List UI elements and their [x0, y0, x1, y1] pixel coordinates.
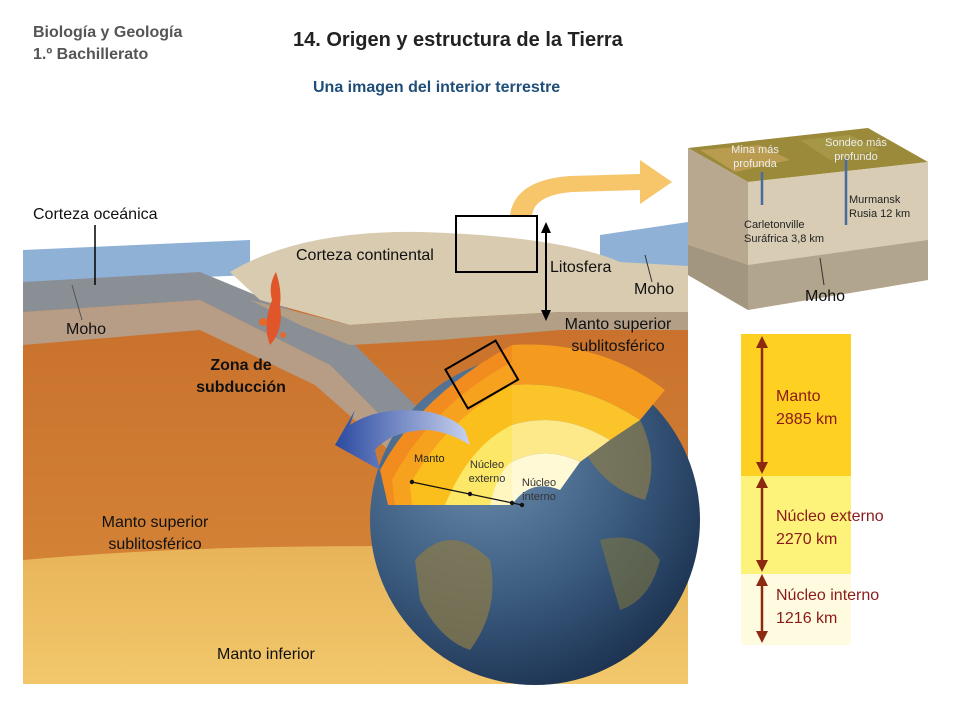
moho-left-label: Moho: [66, 321, 107, 338]
course-label: 1.º Bachillerato: [33, 46, 149, 63]
globe-inner-core-line2: interno: [522, 491, 556, 503]
page-subtitle: Una imagen del interior terrestre: [313, 79, 561, 96]
deepest-mine-line1: Mina más: [731, 144, 779, 156]
upper-mantle-left-line2: sublitosférico: [108, 536, 202, 553]
deepest-mine-line2: profunda: [733, 158, 777, 170]
layer-inner-core-label: Núcleo interno 1216 km: [776, 584, 879, 630]
murmansk-line2: Rusia 12 km: [849, 208, 911, 220]
crust-block-diagram: [688, 128, 928, 310]
zoom-arrow: [510, 160, 672, 215]
layer-inner-core-thickness: 1216 km: [776, 610, 838, 627]
globe-outer-core-line2: externo: [468, 473, 506, 485]
layer-mantle-band: [741, 334, 851, 476]
oceanic-crust-label: Corteza oceánica: [33, 206, 158, 223]
subduction-line1: Zona de: [210, 357, 272, 374]
carletonville-label: Carletonville Suráfrica 3,8 km: [744, 218, 824, 246]
zoom-box-crust: [455, 215, 538, 273]
globe-outer-core-label: Núcleo externo: [462, 458, 512, 486]
magma-plume: [266, 272, 281, 345]
deepest-borehole-label: Sondeo más profundo: [815, 136, 897, 164]
globe-inner-core-label: Núcleo interno: [516, 476, 562, 504]
upper-mantle-right-label: Manto superior sublitosférico: [548, 314, 688, 358]
continental-crust-layer: [230, 231, 688, 325]
subduction-line2: subducción: [196, 379, 286, 396]
upper-mantle-right-line2: sublitosférico: [571, 338, 665, 355]
globe-inner-core-wedge: [490, 462, 512, 505]
layer-outer-core-name: Núcleo externo: [776, 508, 884, 525]
carletonville-line1: Carletonville: [744, 219, 805, 231]
upper-mantle-left-line1: Manto superior: [101, 514, 209, 531]
layer-outer-core-label: Núcleo externo 2270 km: [776, 505, 884, 551]
layer-mantle-thickness: 2885 km: [776, 411, 838, 428]
murmansk-line1: Murmansk: [849, 194, 901, 206]
layer-outer-core-band: [741, 476, 851, 574]
layer-inner-core-name: Núcleo interno: [776, 587, 880, 604]
deepest-mine-label: Mina más profunda: [723, 143, 787, 171]
subduction-arrow: [335, 410, 470, 470]
lower-mantle-label: Manto inferior: [217, 646, 315, 663]
upper-mantle-right-line1: Manto superior: [564, 316, 672, 333]
block-moho-label: Moho: [805, 288, 846, 305]
upper-mantle-left-label: Manto superior sublitosférico: [80, 512, 230, 556]
subject-label: Biología y Geología: [33, 24, 183, 41]
subduction-label: Zona de subducción: [185, 355, 297, 399]
page-title: 14. Origen y estructura de la Tierra: [293, 29, 623, 51]
zoom-box-globe: [444, 339, 520, 410]
globe-inner-core-line1: Núcleo: [521, 477, 557, 489]
layer-mantle-name: Manto: [776, 388, 821, 405]
deepest-borehole-line2: profundo: [834, 151, 878, 163]
lithosphere-label: Litosfera: [550, 259, 612, 276]
deepest-borehole-line1: Sondeo más: [825, 137, 887, 149]
layer-mantle-label: Manto 2885 km: [776, 385, 837, 431]
globe-outer-core-line1: Núcleo: [469, 459, 505, 471]
carletonville-line2: Suráfrica 3,8 km: [744, 233, 825, 245]
layer-thickness-column: [741, 334, 851, 645]
murmansk-label: Murmansk Rusia 12 km: [849, 193, 910, 221]
layer-outer-core-thickness: 2270 km: [776, 531, 838, 548]
continental-crust-label: Corteza continental: [296, 247, 434, 264]
moho-center-label: Moho: [634, 281, 675, 298]
globe-outer-core-wedge: [445, 425, 512, 505]
globe-mantle-label: Manto: [414, 453, 445, 465]
